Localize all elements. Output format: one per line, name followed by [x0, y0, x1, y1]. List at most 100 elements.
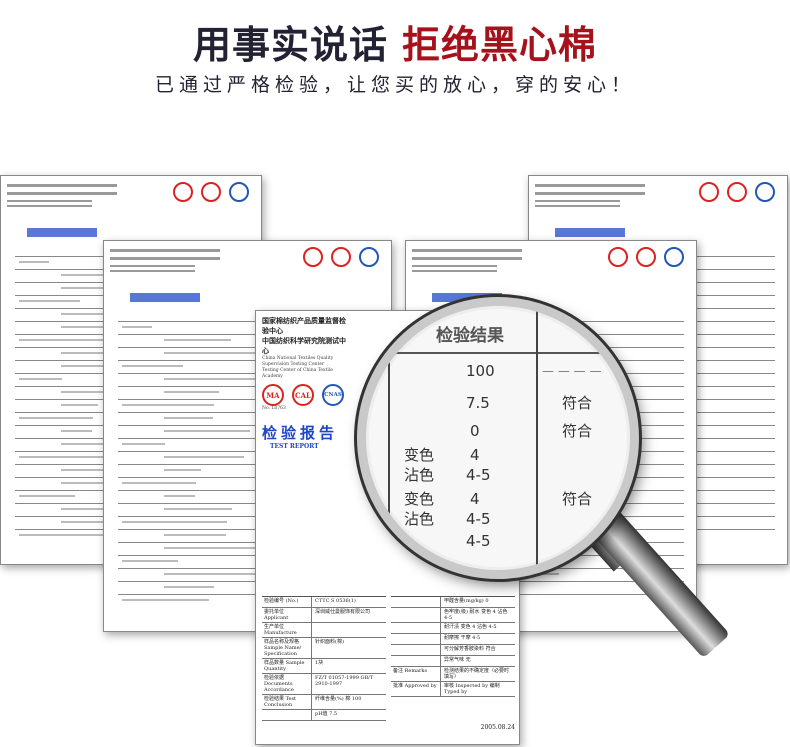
table-row: pH值 7.5: [262, 710, 386, 721]
table-rule: [118, 373, 379, 374]
text-placeholder: [110, 270, 195, 272]
cert-logos: MA CAL CNAS: [262, 384, 348, 406]
lens-value: 0: [470, 422, 480, 440]
table-rule: [118, 555, 379, 556]
text-placeholder: [19, 417, 93, 419]
table-rule: [118, 516, 379, 517]
row-label: [391, 608, 441, 622]
text-placeholder: [164, 417, 213, 419]
cert-logo-mark: [636, 247, 656, 267]
table-row: 耐摩擦 干摩 4-5: [391, 634, 515, 645]
table-row: 色牢度(级) 耐水 变色 4 沾色 4-5: [391, 608, 515, 623]
row-value: 纤维含量(%) 棉 100: [315, 696, 362, 702]
cnas-number: No. L0763: [262, 406, 286, 411]
text-placeholder: [61, 430, 92, 432]
table-rule: [118, 464, 379, 465]
row-value: 可分解芳香胺染料 符合: [444, 646, 496, 652]
text-placeholder: [61, 352, 110, 354]
cert-logo-mark: [331, 247, 351, 267]
text-placeholder: [164, 339, 231, 341]
table-rule: [118, 490, 379, 491]
text-placeholder: [164, 508, 232, 510]
row-label: 生产单位 Manufacture: [262, 623, 312, 637]
text-placeholder: [164, 547, 263, 549]
lens-rule: [388, 352, 390, 570]
text-placeholder: [412, 257, 522, 260]
row-label: 样品名称及规格 Sample Name/ Specification: [262, 638, 312, 658]
text-placeholder: [412, 249, 522, 252]
table-rule: [118, 334, 379, 335]
row-label: [262, 710, 312, 720]
text-placeholder: [535, 205, 620, 207]
table-rule: [118, 581, 379, 582]
row-value: 耐摩擦 干摩 4-5: [444, 635, 481, 641]
cert-logo-mark: [229, 182, 249, 202]
report-date: 2005.08.24: [480, 724, 515, 731]
table-rule: [118, 386, 379, 387]
report-title-mark: [555, 228, 625, 237]
table-row: 甲醛含量(mg/kg) 0: [391, 597, 515, 608]
text-placeholder: [412, 265, 497, 267]
table-row: 耐汗渍 变色 4 沾色 4-5: [391, 623, 515, 634]
table-rule: [118, 360, 379, 361]
text-placeholder: [122, 482, 196, 484]
report-title-en: TEST REPORT: [270, 443, 319, 450]
text-placeholder: [122, 599, 209, 601]
text-placeholder: [412, 270, 497, 272]
lens-header: 检验结果: [436, 326, 504, 346]
row-value: 1块: [315, 660, 324, 666]
text-placeholder: [535, 184, 645, 187]
text-placeholder: [122, 521, 227, 523]
text-placeholder: [110, 257, 220, 260]
table-rule: [118, 399, 379, 400]
org-name: 国家棉纺织产品质量监督检验中心: [262, 316, 346, 335]
table-row: 检验编号 (No.)CTTC S 0536(1): [262, 597, 386, 608]
row-value: 深圳威仕曼服饰有限公司: [315, 609, 371, 615]
text-placeholder: [535, 200, 620, 202]
text-placeholder: [61, 391, 141, 393]
lens-label: 变色: [404, 490, 435, 508]
table-rule: [118, 568, 379, 569]
row-value: 色牢度(级) 耐水 变色 4 沾色 4-5: [444, 609, 508, 621]
text-placeholder: [164, 352, 268, 354]
table-rule: [118, 477, 379, 478]
cert-logo-mark: [173, 182, 193, 202]
row-label: 委托单位 Applicant: [262, 608, 312, 622]
text-placeholder: [7, 184, 117, 187]
row-label: [391, 645, 441, 655]
lens-verdict: 符合: [562, 394, 593, 412]
text-placeholder: [19, 495, 75, 497]
text-placeholder: [61, 521, 111, 523]
text-placeholder: [110, 249, 220, 252]
text-placeholder: [7, 200, 92, 202]
lens-verdict: 符合: [562, 422, 593, 440]
lens-value: 100: [466, 362, 495, 380]
row-value: [312, 623, 386, 637]
text-placeholder: [61, 326, 116, 328]
lens-value: 4: [470, 446, 480, 464]
row-value: 针织面料(棉): [315, 639, 344, 645]
text-placeholder: [164, 469, 201, 471]
table-row: 异常气味 无: [391, 656, 515, 667]
cal-logo: CAL: [292, 384, 314, 406]
row-label: 批准 Approved by: [391, 682, 441, 696]
lens-value: 4-5: [466, 532, 491, 550]
text-placeholder: [164, 430, 250, 432]
text-placeholder: [164, 391, 219, 393]
table-rule: [118, 321, 379, 322]
report-header: 国家棉纺织产品质量监督检验中心 中国纺织科学研究院测试中心 China Nati…: [262, 316, 348, 450]
row-label: [391, 623, 441, 633]
lens-label: 变色: [404, 446, 435, 464]
text-placeholder: [61, 274, 128, 276]
text-placeholder: [19, 261, 49, 263]
text-placeholder: [110, 265, 195, 267]
text-placeholder: [164, 534, 226, 536]
lens-label: 沾色: [404, 510, 435, 528]
